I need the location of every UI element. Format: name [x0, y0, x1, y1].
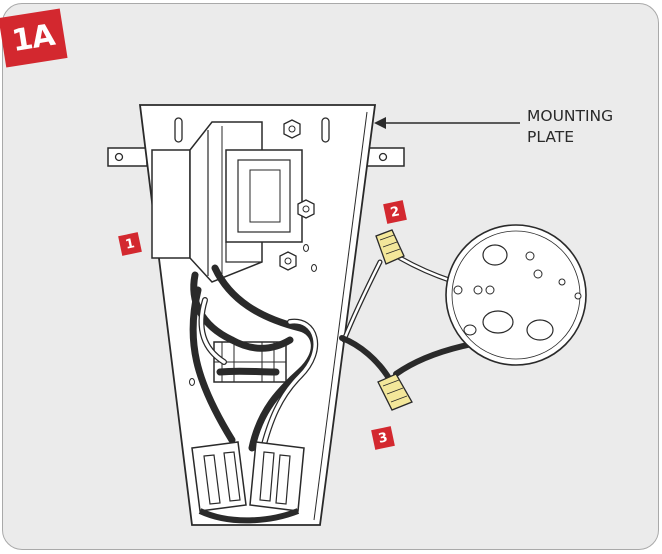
hex-nut [283, 119, 301, 139]
rivet [303, 244, 309, 252]
plate-slot [174, 117, 183, 143]
step-badge-1: 1 [118, 232, 142, 256]
hex-nut [279, 251, 297, 271]
bottom-wire [198, 508, 300, 524]
socket-right [249, 441, 305, 512]
wire-nut-2 [375, 229, 405, 265]
plate-slot [321, 117, 330, 143]
transformer [151, 121, 303, 283]
callout-arrow [374, 117, 520, 129]
step-badge-3: 3 [371, 426, 395, 450]
callout-line-2: PLATE [527, 128, 574, 146]
figure-badge: 1A [0, 8, 68, 68]
mounting-plate-callout: MOUNTING PLATE [527, 106, 613, 148]
rivet [311, 264, 317, 272]
rivet [189, 378, 195, 386]
junction-box [445, 224, 587, 366]
step-badge-2: 2 [383, 200, 407, 224]
wire-nut-3 [377, 373, 413, 411]
internal-wires [189, 264, 319, 455]
hex-nut [297, 199, 315, 219]
mounting-tab-left [107, 147, 148, 167]
mounting-tab-right [365, 147, 405, 167]
callout-line-1: MOUNTING [527, 107, 614, 125]
socket-left [191, 441, 247, 512]
